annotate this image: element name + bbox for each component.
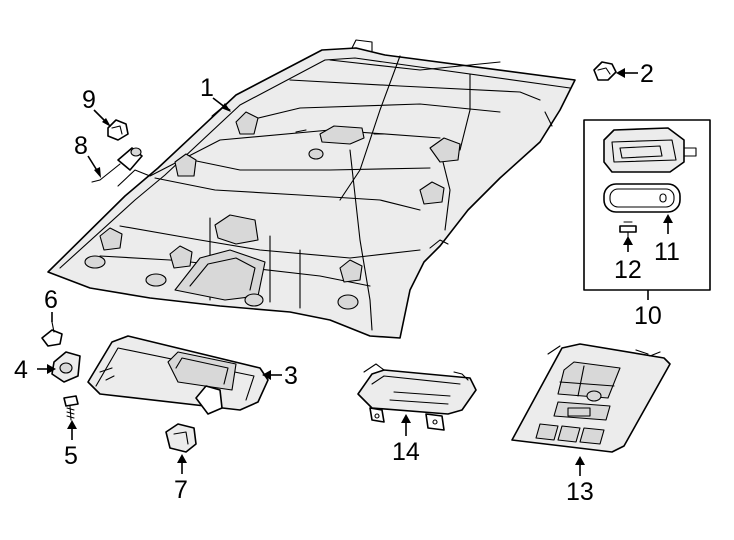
clip-part: [593, 61, 617, 81]
callout-2: 2: [640, 60, 654, 88]
callout-14: 14: [392, 438, 420, 466]
callout-4: 4: [14, 356, 28, 384]
callout-13: 13: [566, 478, 594, 506]
callout-12: 12: [614, 256, 642, 284]
callout-8: 8: [74, 132, 88, 160]
callout-10: 10: [634, 302, 662, 330]
callout-5: 5: [64, 442, 78, 470]
console-bracket-part: [357, 363, 477, 431]
overhead-console-part: [511, 343, 671, 453]
headliner-part: [47, 39, 576, 339]
lamp-assembly-group: [583, 119, 711, 291]
retainer-clip-part: [41, 321, 63, 347]
leader-lines: [37, 68, 673, 476]
visor-holder-part: [165, 423, 197, 453]
callout-9: 9: [82, 86, 96, 114]
callout-3: 3: [284, 362, 298, 390]
callout-1: 1: [200, 74, 214, 102]
callout-labels: 1 2 3 4 5 6 7 8 9 10 11 12 13 14: [14, 60, 680, 506]
callout-6: 6: [44, 286, 58, 314]
callout-7: 7: [174, 476, 188, 504]
callout-11: 11: [654, 238, 680, 266]
sun-visor-part: [87, 335, 269, 415]
push-clip-part: [107, 119, 129, 141]
visor-bracket-part: [51, 351, 81, 383]
screw-part: [63, 395, 79, 421]
wiring-connector-part: [91, 147, 143, 183]
